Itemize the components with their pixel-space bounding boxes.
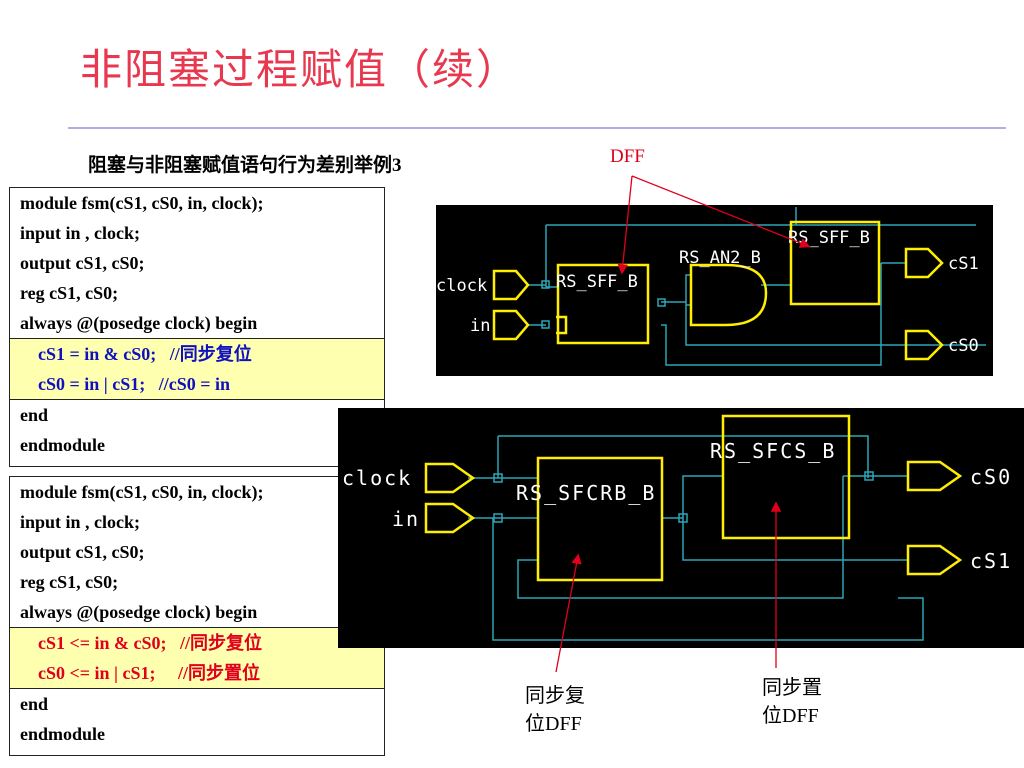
code-line: module fsm(cS1, cS0, in, clock); [20,482,264,502]
page-title: 非阻塞过程赋值（续） [80,48,521,94]
title-divider [68,127,1006,129]
schem2-cs0-label: cS0 [970,465,1012,489]
in-port-shape [492,309,530,341]
code-line: endmodule [20,435,106,455]
schem2-ff2-label: RS_SFCS_B [710,439,836,463]
clock-port-shape [492,269,530,301]
schem1-clock-label: clock [436,276,487,296]
highlighted-code: cS1 <= in & cS0; //同步复位 cS0 <= in | cS1;… [10,627,384,689]
code-block-blocking: module fsm(cS1, cS0, in, clock); input i… [9,187,385,467]
arrow-to-reset-ff [555,553,582,673]
caption-line: 同步置 [762,677,822,699]
schem1-in-label: in [470,316,490,336]
schem1-cs1-label: cS1 [948,254,979,274]
and-gate-shape [689,263,768,327]
schem1-and-label: RS_AN2_B [679,248,761,268]
code-line: endmodule [20,724,106,744]
code-line: output cS1, cS0; [20,253,145,273]
highlighted-code: cS1 = in & cS0; //同步复位 cS0 = in | cS1; /… [10,338,384,400]
caption-line: 同步复 [525,685,585,707]
code-line: output cS1, cS0; [20,542,145,562]
caption-line: 位DFF [762,705,819,727]
code-line: reg cS1, cS0; [20,283,119,303]
code-line: end [20,405,49,425]
caption-line: 位DFF [525,713,582,735]
arrow-to-ff1 [617,175,633,275]
schem1-cs0-label: cS0 [948,336,979,356]
schem2-ff1-label: RS_SFCRB_B [516,481,656,505]
schematic-blocking: clock in RS_SFF_B RS_AN2_B RS_SFF_B cS1 … [436,205,993,376]
in-port-shape [424,502,476,534]
code-line: input in , clock; [20,223,141,243]
dff-annotation: DFF [610,146,645,167]
ff1-box [536,456,664,582]
schem2-in-label: in [392,507,420,531]
code-line-highlight: cS1 <= in & cS0; //同步复位 [38,633,263,653]
code-line: always @(posedge clock) begin [20,602,258,622]
schem1-ff1-label: RS_SFF_B [556,272,638,292]
code-line: input in , clock; [20,512,141,532]
schem2-cs1-label: cS1 [970,549,1012,573]
code-line-highlight-text: cS0 = in | cS1; //cS0 = in [38,374,230,394]
ff2-box [789,220,881,306]
code-line-highlight: cS1 = in & cS0; //同步复位 [38,344,252,364]
code-line-highlight: cS0 = in | cS1; //cS0 = in [10,369,384,399]
code-line: always @(posedge clock) begin [20,313,258,333]
subtitle: 阻塞与非阻塞赋值语句行为差别举例3 [88,155,402,176]
code-block-nonblocking: module fsm(cS1, cS0, in, clock); input i… [9,476,385,756]
code-line: reg cS1, cS0; [20,572,119,592]
code-line-highlight: cS0 <= in | cS1; //同步置位 [38,663,260,683]
ff2-box [721,414,851,540]
cs1-port-shape [904,247,944,279]
clock-port-shape [424,462,476,494]
ff1-box [556,263,650,345]
schem2-clock-label: clock [342,466,412,490]
code-line: end [20,694,49,714]
caption-sync-reset-dff: 同步复 位DFF [525,682,585,738]
cs0-port-shape [904,329,944,361]
caption-sync-set-dff: 同步置 位DFF [762,674,822,730]
cs0-port-shape [906,460,963,492]
code-line: module fsm(cS1, cS0, in, clock); [20,193,264,213]
arrow-to-ff2 [631,175,811,248]
cs1-port-shape [906,544,963,576]
schematic-nonblocking: clock in RS_SFCRB_B RS_SFCS_B cS0 cS1 [338,408,1024,648]
